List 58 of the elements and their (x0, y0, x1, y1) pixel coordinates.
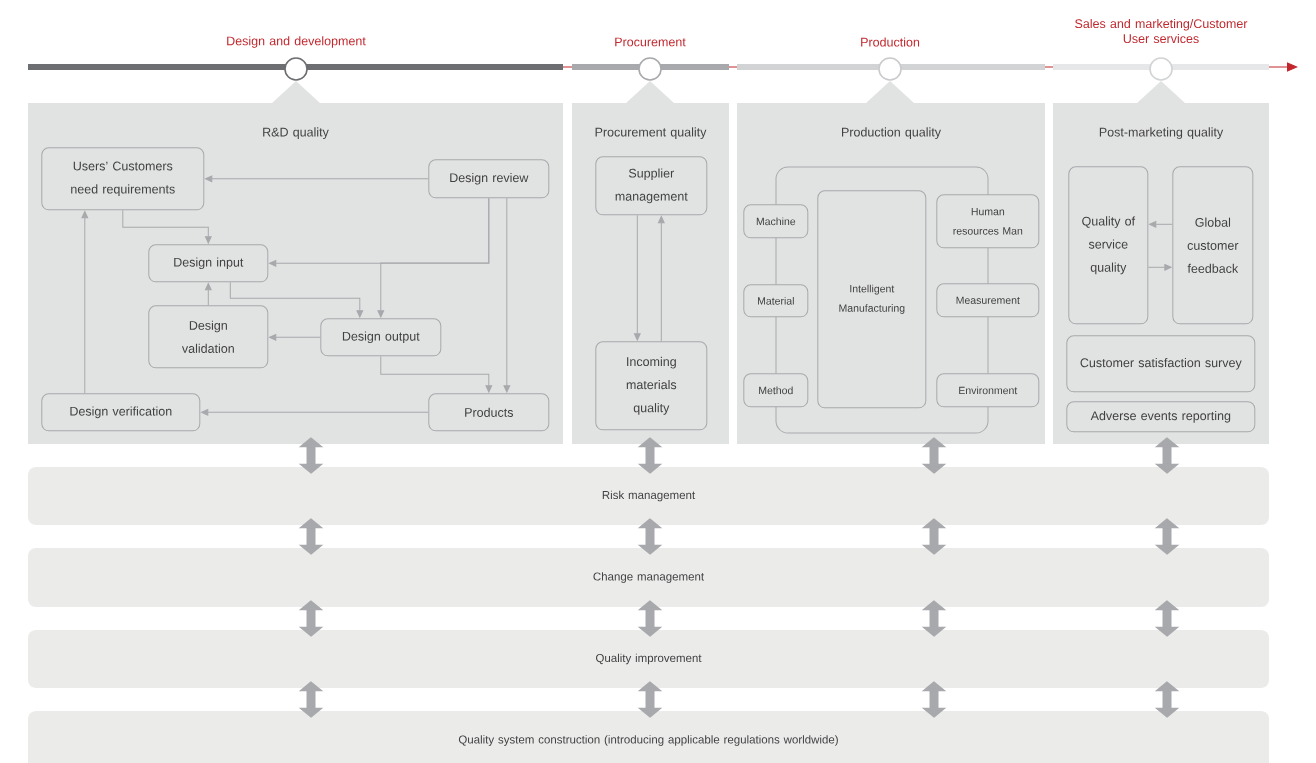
stage-label: Sales and marketing/Customer User services (1075, 18, 1248, 44)
arrow (269, 333, 321, 341)
management-band: Risk management (28, 467, 1269, 525)
process-box: Design verification (41, 393, 201, 432)
double-arrow (637, 600, 663, 637)
double-arrow (298, 437, 324, 474)
arrow (229, 281, 364, 318)
double-arrow (1154, 681, 1180, 718)
arrow (205, 175, 429, 183)
process-box: Environment (936, 373, 1040, 408)
arrow (81, 211, 89, 394)
management-band: Quality improvement (28, 630, 1269, 688)
stage-label: Design and development (227, 36, 366, 48)
arrow (1149, 220, 1173, 228)
process-box: Human resources Man (936, 194, 1040, 249)
management-band: Quality system construction (introducing applicable regulations worldwide) (28, 711, 1269, 763)
process-box: Design output (320, 318, 442, 357)
double-arrow (298, 600, 324, 637)
process-box: Products (428, 393, 550, 432)
arrow (380, 355, 493, 393)
arrow (201, 408, 429, 416)
process-box: Design review (428, 159, 550, 199)
double-arrow (921, 437, 947, 474)
double-arrow (921, 600, 947, 637)
process-box: Adverse events reporting (1066, 401, 1256, 433)
process-box: Intelligent Manufacturing (817, 190, 927, 409)
process-box: Supplier management (595, 156, 708, 216)
double-arrow (1154, 437, 1180, 474)
arrow (503, 197, 511, 393)
arrow (377, 197, 490, 318)
management-band: Change management (28, 548, 1269, 607)
arrow (122, 209, 212, 244)
process-box: Measurement (936, 283, 1040, 318)
double-arrow (637, 518, 663, 555)
arrow (633, 214, 641, 341)
double-arrow (1154, 518, 1180, 555)
double-arrow (298, 518, 324, 555)
stage-label: Production (861, 37, 920, 47)
double-arrow (298, 681, 324, 718)
process-box: Users’ Customers need requirements (41, 147, 205, 211)
double-arrow (921, 518, 947, 555)
process-box: Method (743, 373, 809, 408)
arrow (1147, 263, 1172, 271)
stage-label: Procurement (615, 37, 686, 47)
process-box: Customer satisfaction survey (1066, 335, 1256, 393)
arrow (657, 216, 665, 342)
process-box: Design input (148, 244, 269, 283)
double-arrow (921, 681, 947, 718)
process-box: Incoming materials quality (595, 341, 708, 431)
process-box: Global customer feedback (1172, 166, 1254, 325)
double-arrow (1154, 600, 1180, 637)
process-box: Machine (743, 204, 809, 239)
double-arrow (637, 437, 663, 474)
process-box: Design validation (148, 305, 269, 369)
process-box: Quality of service quality (1068, 166, 1149, 325)
double-arrow (637, 681, 663, 718)
arrow (204, 283, 212, 306)
process-box: Material (743, 284, 809, 318)
